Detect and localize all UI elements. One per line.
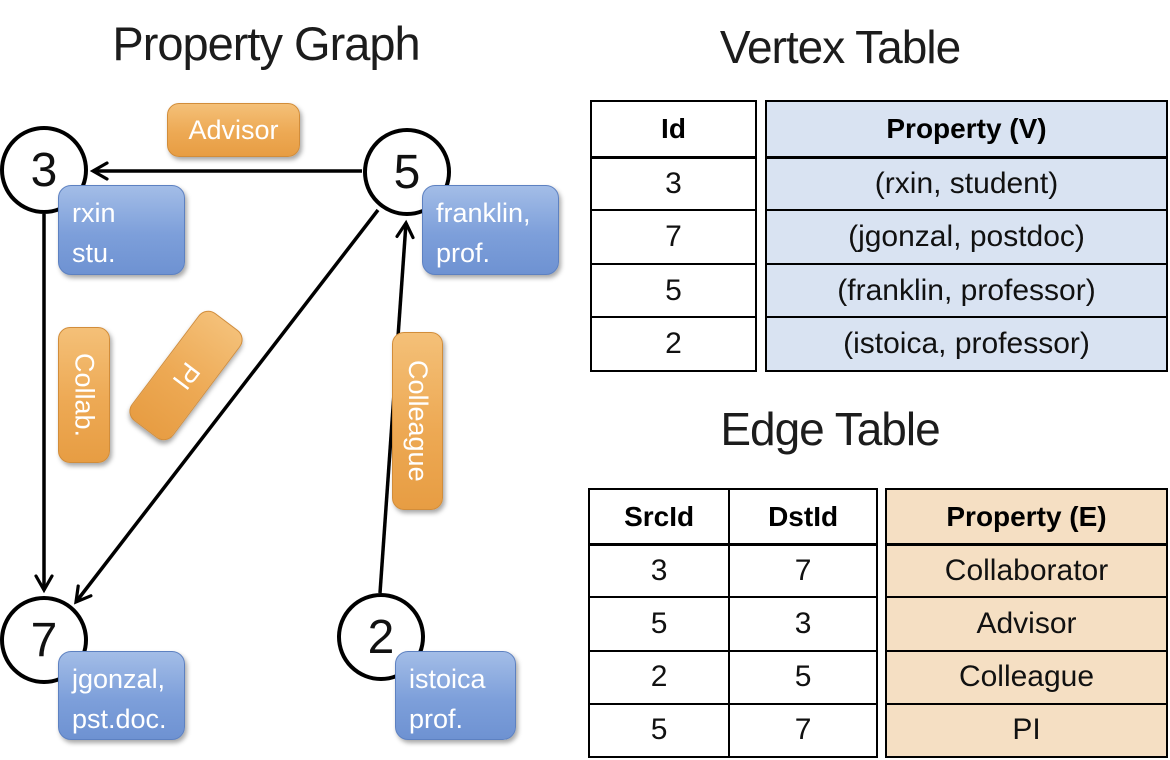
vertex-prop-line: prof. <box>436 238 491 268</box>
edge-table-src-cell: 5 <box>590 702 729 756</box>
edge-label-colleague: Colleague <box>392 332 443 510</box>
graph-node-2: 2 <box>337 593 425 681</box>
vertex-prop-line: pst.doc. <box>72 704 167 734</box>
vertex-prop-line: prof. <box>409 704 464 734</box>
vertex-prop-line: jgonzal, <box>72 664 166 694</box>
edge-table-dst-cell: 7 <box>728 543 876 597</box>
edge-table-property-column: Property (E) Collaborator Advisor Collea… <box>885 488 1168 758</box>
vertex-prop-box-2: istoica prof. <box>395 651 516 740</box>
edge-table-property-cell: Advisor <box>887 596 1166 649</box>
edge-table-dst-cell: 5 <box>728 649 876 703</box>
node-id: 5 <box>393 145 421 199</box>
vertex-table-id-column: Id 3 7 5 2 <box>590 100 757 372</box>
vertex-table-id-cell: 5 <box>592 262 755 317</box>
node-id: 7 <box>30 613 58 667</box>
vertex-table-property-cell: (franklin, professor) <box>767 262 1166 317</box>
property-graph-title: Property Graph <box>112 17 420 70</box>
edge-table-src-cell: 5 <box>590 596 729 649</box>
edge-table-property-header: Property (E) <box>946 500 1107 532</box>
vertex-prop-line: rxin <box>72 198 116 228</box>
vertex-prop-line: franklin, <box>436 198 531 228</box>
vertex-table-title: Vertex Table <box>719 21 961 73</box>
vertex-table-id-cell: 2 <box>592 316 755 370</box>
edge-table-dst-cell: 7 <box>728 702 876 756</box>
edge-label-collab: Collab. <box>58 327 110 463</box>
node-id: 3 <box>30 143 58 197</box>
vertex-table-property-cell: (istoica, professor) <box>767 316 1166 370</box>
edge-table-property-cell: Collaborator <box>887 543 1166 596</box>
vertex-prop-box-7: jgonzal, pst.doc. <box>58 651 185 740</box>
edge-table-src-dst-columns: SrcId DstId 3 7 5 3 2 5 5 7 <box>588 488 878 758</box>
vertex-table-id-cell: 3 <box>592 155 755 210</box>
edge-table-title: Edge Table <box>720 403 940 455</box>
node-id: 2 <box>367 610 395 664</box>
edge-pi-line <box>74 208 380 605</box>
edge-label-advisor: Advisor <box>167 103 300 157</box>
edge-table-src-cell: 3 <box>590 543 729 596</box>
vertex-table-property-cell: (jgonzal, postdoc) <box>767 209 1166 263</box>
graph-node-5: 5 <box>363 128 451 216</box>
vertex-table-property-column: Property (V) (rxin, student) (jgonzal, p… <box>765 100 1168 372</box>
vertex-table-id-header: Id <box>661 112 686 144</box>
edge-table-property-cell: PI <box>887 702 1166 756</box>
edge-table-dstid-header: DstId <box>728 490 876 544</box>
edge-table-src-cell: 2 <box>590 649 729 703</box>
vertex-table-property-cell: (rxin, student) <box>767 155 1166 210</box>
vertex-table-property-header: Property (V) <box>886 112 1047 144</box>
vertex-prop-box-3: rxin stu. <box>58 185 185 275</box>
edge-table-dst-cell: 3 <box>728 596 876 650</box>
vertex-prop-line: istoica <box>409 664 486 694</box>
edge-table-srcid-header: SrcId <box>624 500 695 532</box>
vertex-table-id-cell: 7 <box>592 209 755 263</box>
vertex-prop-line: stu. <box>72 238 116 268</box>
vertex-prop-box-5: franklin, prof. <box>422 185 559 275</box>
edge-table-property-cell: Colleague <box>887 649 1166 703</box>
